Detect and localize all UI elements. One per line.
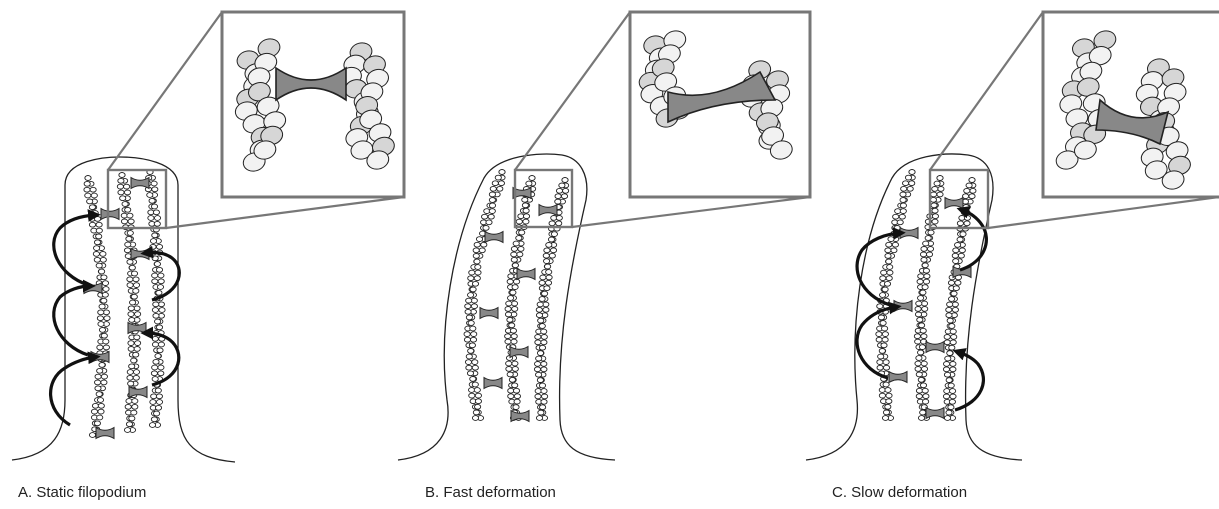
panel-b [398, 12, 810, 460]
panel-c [806, 12, 1219, 460]
crosslinker-bowtie [96, 428, 114, 439]
crosslinker-bowtie [539, 205, 557, 216]
zoom-line-bottom [988, 197, 1219, 228]
crosslinker-bowtie [101, 209, 119, 220]
actin-filament [876, 170, 916, 421]
crosslinker-bowtie [926, 342, 944, 353]
panel-a [12, 12, 404, 462]
panel-a-caption: A. Static filopodium [18, 484, 146, 501]
zoom-line-top [930, 12, 1043, 170]
curved-arrow [857, 307, 896, 378]
curved-arrow [955, 352, 983, 410]
crosslinker-bowtie [894, 301, 912, 312]
curved-arrow [51, 357, 95, 425]
crosslinker-bowtie [926, 408, 944, 419]
crosslinker-bowtie [945, 198, 963, 209]
zoom-line-bottom [572, 197, 810, 227]
filopodium-membrane [806, 154, 1022, 460]
curved-arrow [54, 286, 90, 355]
crosslinker-bowtie [485, 232, 503, 243]
crosslinker-bowtie [484, 378, 502, 389]
crosslinker-bowtie [510, 347, 528, 358]
crosslinker-bowtie [889, 372, 907, 383]
curved-arrow [54, 215, 95, 285]
crosslinker-bowtie [131, 178, 149, 189]
panel-b-caption: B. Fast deformation [425, 484, 556, 501]
zoom-line-top [515, 12, 630, 170]
crosslinker-bowtie [480, 308, 498, 319]
zoom-line-bottom [166, 197, 404, 228]
crosslinker-bowtie [900, 228, 918, 239]
zoom-line-top [108, 12, 222, 170]
crosslinker-bowtie [517, 269, 535, 280]
crosslinker-bowtie [129, 387, 147, 398]
actin-filament [505, 176, 536, 421]
panel-c-caption: C. Slow deformation [832, 484, 967, 501]
